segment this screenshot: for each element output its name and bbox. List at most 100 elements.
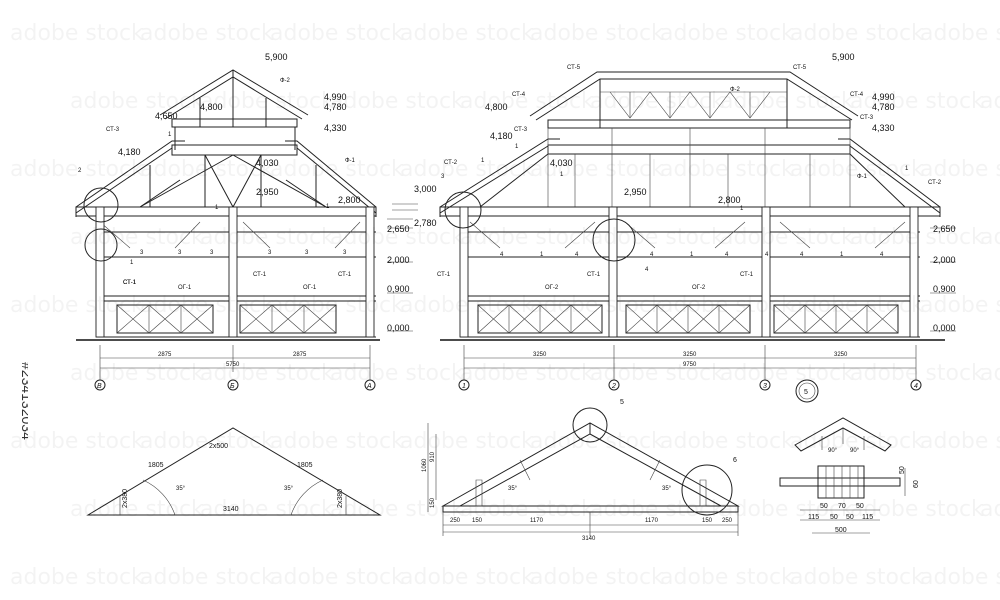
- element-tag: СТ-4: [512, 92, 526, 98]
- level-label: 4,330: [324, 123, 347, 133]
- element-tag: СТ-4: [850, 92, 864, 98]
- element-tag: СТ-3: [106, 127, 120, 133]
- axis-label: 1: [462, 383, 466, 390]
- axis-label: 2: [611, 383, 616, 390]
- stock-id-text: #234132034: [19, 362, 28, 440]
- dimension-label: 250: [450, 518, 461, 524]
- element-tag: 4: [725, 252, 729, 258]
- element-tag: 1: [326, 204, 330, 210]
- scheme-label: 2x380: [337, 489, 344, 508]
- element-tag: Ф-1: [345, 158, 356, 164]
- level-label: 2,800: [338, 195, 361, 205]
- level-label: 4,800: [200, 102, 223, 112]
- level-label: 4,800: [485, 102, 508, 112]
- element-tag: 1: [740, 206, 744, 212]
- element-tag: ОГ-1: [178, 285, 192, 291]
- level-label: 2,950: [256, 187, 279, 197]
- railing-panel-3: [773, 304, 899, 334]
- level-label: 0,000: [933, 323, 956, 333]
- level-label: 5,900: [265, 52, 288, 62]
- element-tag: СТ-1: [740, 272, 754, 278]
- level-label: 2,950: [624, 187, 647, 197]
- element-tag: ОГ-1: [303, 285, 317, 291]
- level-label: 3,000: [414, 184, 437, 194]
- level-label: 4,990: [872, 92, 895, 102]
- railing-panel-2: [625, 304, 751, 334]
- element-tag: 4: [765, 252, 769, 258]
- element-tag: ОГ-2: [545, 285, 559, 291]
- labels: 5,900 4,990 4,780 4,800 4,650 4,330 4,18…: [78, 52, 956, 542]
- axis-label: 3: [763, 383, 767, 390]
- front-elevation: [75, 69, 418, 391]
- dimension-label: 3250: [834, 352, 848, 358]
- level-label: 4,780: [324, 102, 347, 112]
- element-tag: СТ-1: [253, 272, 267, 278]
- element-tag: 2: [78, 168, 82, 174]
- level-label: 2,000: [933, 255, 956, 265]
- level-label: 4,180: [490, 131, 513, 141]
- callout-number: 6: [733, 457, 737, 464]
- dimension-label: 2875: [293, 352, 307, 358]
- dimension-label: 1170: [530, 518, 544, 524]
- element-tag: СТ-2: [928, 180, 942, 186]
- level-label: 0,900: [387, 284, 410, 294]
- dimension-label: 150: [472, 518, 483, 524]
- element-tag: 4: [800, 252, 804, 258]
- axis-label: В: [97, 383, 102, 390]
- callout-number: 5: [620, 399, 624, 406]
- level-label: 2,650: [387, 224, 410, 234]
- level-label: 4,780: [872, 102, 895, 112]
- element-tag: 1: [905, 166, 909, 172]
- element-tag: 3: [140, 250, 144, 256]
- element-tag: СТ-3: [860, 115, 874, 121]
- element-tag: Ф-1: [857, 174, 868, 180]
- dimension-label: 115: [862, 514, 873, 521]
- element-tag: 4: [645, 267, 649, 273]
- element-tag: 3: [441, 174, 445, 180]
- element-tag: ОГ-2: [692, 285, 706, 291]
- dimension-label: 150: [702, 518, 713, 524]
- element-tag: СТ-2: [444, 160, 458, 166]
- dimension-label: 70: [838, 503, 846, 510]
- element-tag: 1: [215, 205, 219, 211]
- element-tag: СТ-5: [793, 65, 807, 71]
- scheme-label: 1805: [297, 462, 313, 469]
- node-detail: [779, 417, 906, 534]
- angle-label: 90°: [828, 448, 838, 454]
- railing-panel-right: [239, 304, 337, 334]
- level-label: 4,650: [155, 111, 178, 121]
- element-tag: СТ-1: [437, 272, 451, 278]
- dimension-label: 60: [913, 480, 920, 488]
- dimension-label: 250: [722, 518, 733, 524]
- dimension-label: 50: [856, 503, 864, 510]
- element-tag: 4: [575, 252, 579, 258]
- angle-label: 35°: [508, 486, 518, 492]
- dimension-label: 3250: [533, 352, 547, 358]
- level-label: 2,000: [387, 255, 410, 265]
- element-tag: 3: [210, 250, 214, 256]
- element-tag: 3: [343, 250, 347, 256]
- element-tag: СТ-1: [338, 272, 352, 278]
- element-tag: 1: [130, 260, 134, 266]
- angle-label: 90°: [850, 448, 860, 454]
- element-tag: 3: [268, 250, 272, 256]
- dimension-label: 3250: [683, 352, 697, 358]
- element-tag: 4: [880, 252, 884, 258]
- level-label: 2,800: [718, 195, 741, 205]
- element-tag: СТ-1: [123, 280, 137, 286]
- level-label: 4,990: [324, 92, 347, 102]
- element-tag: СТ-5: [567, 65, 581, 71]
- level-label: 0,000: [387, 323, 410, 333]
- element-tag: СТ-1: [123, 280, 137, 286]
- element-tag: 1: [540, 252, 544, 258]
- angle-label: 35°: [284, 486, 294, 492]
- dimension-label: 5750: [226, 362, 240, 368]
- element-tag: 3: [178, 250, 182, 256]
- railing-panel-left: [116, 304, 214, 334]
- dimension-label: 150: [430, 497, 436, 508]
- element-tag: 4: [650, 252, 654, 258]
- element-tag: 1: [515, 144, 519, 150]
- dimension-label: 50: [899, 466, 906, 474]
- angle-label: 35°: [176, 486, 186, 492]
- dimension-label: 2875: [158, 352, 172, 358]
